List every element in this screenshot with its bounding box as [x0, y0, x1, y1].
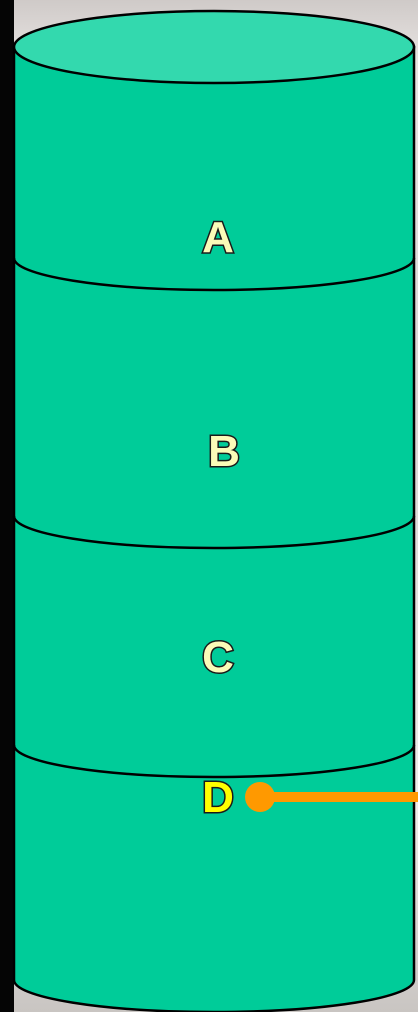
cylinder-top	[14, 11, 414, 83]
cylinder-body	[14, 47, 414, 1012]
segment-label-a: A	[202, 213, 234, 262]
pointer-dot	[245, 782, 275, 812]
segment-label-c: C	[202, 633, 234, 682]
segment-label-b: B	[208, 427, 240, 476]
segment-label-d: D	[202, 773, 234, 822]
